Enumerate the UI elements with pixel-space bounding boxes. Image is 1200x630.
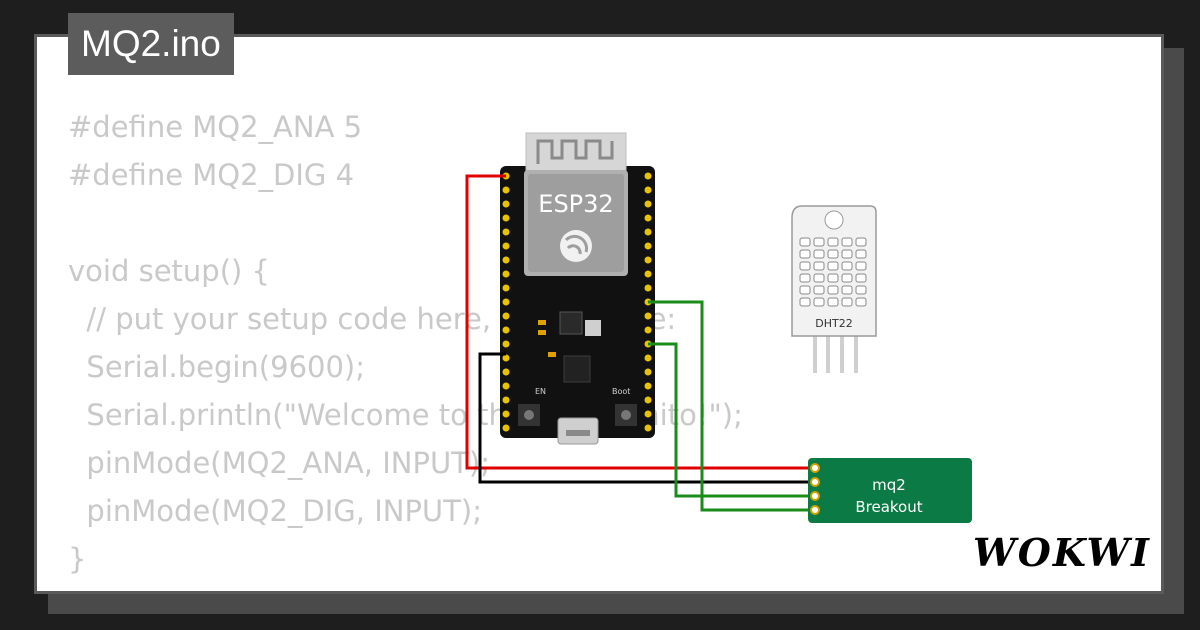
vent-hole: [813, 297, 825, 307]
header-pin: [644, 200, 652, 208]
boot-button-label: Boot: [612, 387, 630, 396]
wire-red: [465, 174, 815, 470]
code-line: }: [68, 542, 87, 576]
header-pin: [502, 396, 510, 404]
vent-hole: [827, 285, 839, 295]
vent-hole: [827, 249, 839, 259]
vent-hole: [855, 297, 867, 307]
vent-hole: [799, 249, 811, 259]
esp32-label: ESP32: [538, 190, 613, 218]
esp32-right-pins: [644, 172, 652, 432]
en-button-label: EN: [535, 387, 546, 396]
header-pin: [644, 242, 652, 250]
wire-black: [478, 352, 815, 484]
mq2-breakout[interactable]: mq2 Breakout: [808, 458, 972, 523]
vent-hole: [799, 297, 811, 307]
header-pin: [502, 270, 510, 278]
vent-hole: [855, 261, 867, 271]
vent-hole: [841, 285, 853, 295]
vent-hole: [855, 249, 867, 259]
header-pin: [502, 242, 510, 250]
vent-hole: [799, 237, 811, 247]
header-pin: [644, 256, 652, 264]
vent-hole: [841, 237, 853, 247]
vent-hole: [827, 261, 839, 271]
header-pin: [644, 396, 652, 404]
code-line: void setup() {: [68, 254, 270, 288]
header-pin: [644, 270, 652, 278]
vent-hole: [799, 285, 811, 295]
code-line: #define MQ2_DIG 4: [68, 158, 355, 192]
vent-hole: [827, 237, 839, 247]
vent-hole: [827, 297, 839, 307]
header-pin: [502, 186, 510, 194]
mq2-sublabel: Breakout: [855, 498, 922, 516]
vent-hole: [855, 237, 867, 247]
header-pin: [644, 172, 652, 180]
dht22-label: DHT22: [815, 317, 852, 330]
vent-hole: [855, 285, 867, 295]
esp32-left-pins: [502, 172, 510, 432]
espressif-logo-icon: [560, 230, 592, 262]
code-line: #define MQ2_ANA 5: [68, 110, 363, 144]
vent-hole: [813, 285, 825, 295]
vent-hole: [813, 261, 825, 271]
header-pin: [644, 228, 652, 236]
dht22-vent-grid: [799, 237, 867, 307]
header-pin: [644, 382, 652, 390]
header-pin: [502, 214, 510, 222]
header-pin: [644, 284, 652, 292]
wire-green-digital: [648, 342, 815, 498]
vent-hole: [827, 273, 839, 283]
vent-hole: [799, 261, 811, 271]
header-pin: [502, 340, 510, 348]
header-pin: [644, 354, 652, 362]
mq2-label: mq2: [872, 476, 906, 494]
header-pin: [644, 186, 652, 194]
header-pin: [644, 312, 652, 320]
file-title-tab[interactable]: MQ2.ino: [68, 13, 234, 75]
vent-hole: [841, 297, 853, 307]
header-pin: [644, 326, 652, 334]
header-pin: [502, 410, 510, 418]
wire-green-analog: [648, 300, 815, 512]
header-pin: [502, 228, 510, 236]
vent-hole: [841, 261, 853, 271]
header-pin: [502, 200, 510, 208]
vent-hole: [855, 273, 867, 283]
header-pin: [502, 326, 510, 334]
header-pin: [502, 312, 510, 320]
code-line: pinMode(MQ2_DIG, INPUT);: [68, 494, 482, 528]
code-line: pinMode(MQ2_ANA, INPUT);: [68, 446, 490, 480]
wokwi-logo-text: WOKWI: [973, 530, 1151, 575]
code-line: Serial.begin(9600);: [68, 350, 366, 384]
header-pin: [644, 424, 652, 432]
header-pin: [644, 410, 652, 418]
wires: [465, 174, 815, 512]
vent-hole: [813, 249, 825, 259]
header-pin: [644, 214, 652, 222]
header-pin: [502, 424, 510, 432]
dht22-sensor[interactable]: DHT22: [791, 205, 877, 373]
header-pin: [502, 284, 510, 292]
vent-hole: [813, 237, 825, 247]
vent-hole: [841, 249, 853, 259]
vent-hole: [799, 273, 811, 283]
vent-hole: [813, 273, 825, 283]
wokwi-logo: WOKWI: [973, 530, 1151, 575]
header-pin: [502, 256, 510, 264]
header-pin: [502, 298, 510, 306]
code-editor: #define MQ2_ANA 5 #define MQ2_DIG 4 void…: [68, 103, 743, 583]
vent-hole: [841, 273, 853, 283]
header-pin: [502, 354, 510, 362]
header-pin: [502, 382, 510, 390]
esp32-board[interactable]: ESP32 EN Boot: [500, 132, 655, 445]
header-pin: [502, 368, 510, 376]
header-pin: [644, 368, 652, 376]
